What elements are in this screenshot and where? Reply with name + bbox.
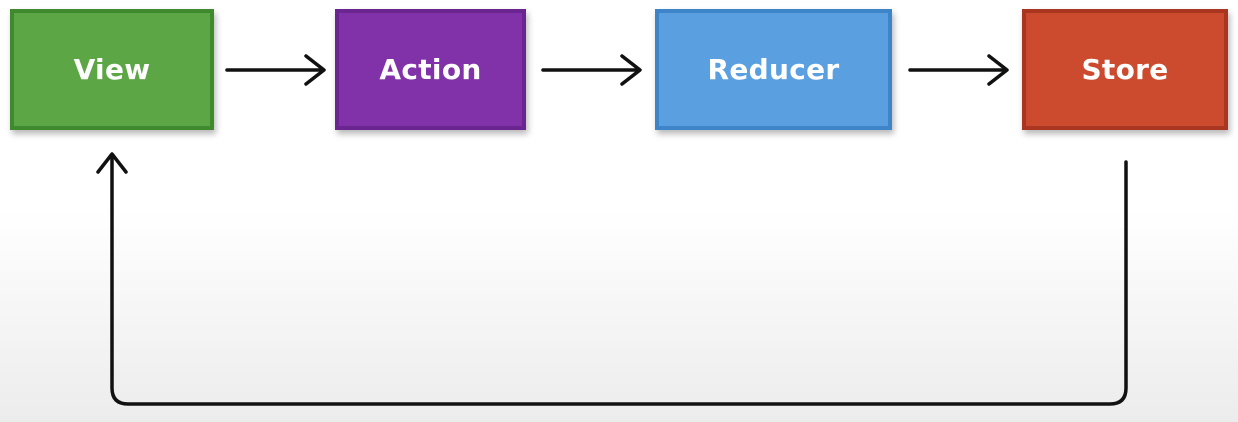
node-view-label: View bbox=[73, 53, 151, 86]
arrow-view-to-action bbox=[225, 54, 326, 86]
arrow-action-to-reducer bbox=[541, 54, 642, 86]
node-action: Action bbox=[335, 9, 526, 130]
node-store-label: Store bbox=[1081, 53, 1169, 86]
arrow-store-to-view bbox=[96, 152, 1128, 406]
node-store: Store bbox=[1022, 9, 1228, 130]
arrow-reducer-to-store bbox=[908, 54, 1009, 86]
node-reducer: Reducer bbox=[655, 9, 892, 130]
node-reducer-label: Reducer bbox=[707, 53, 840, 86]
node-action-label: Action bbox=[379, 53, 482, 86]
node-view: View bbox=[10, 9, 214, 130]
